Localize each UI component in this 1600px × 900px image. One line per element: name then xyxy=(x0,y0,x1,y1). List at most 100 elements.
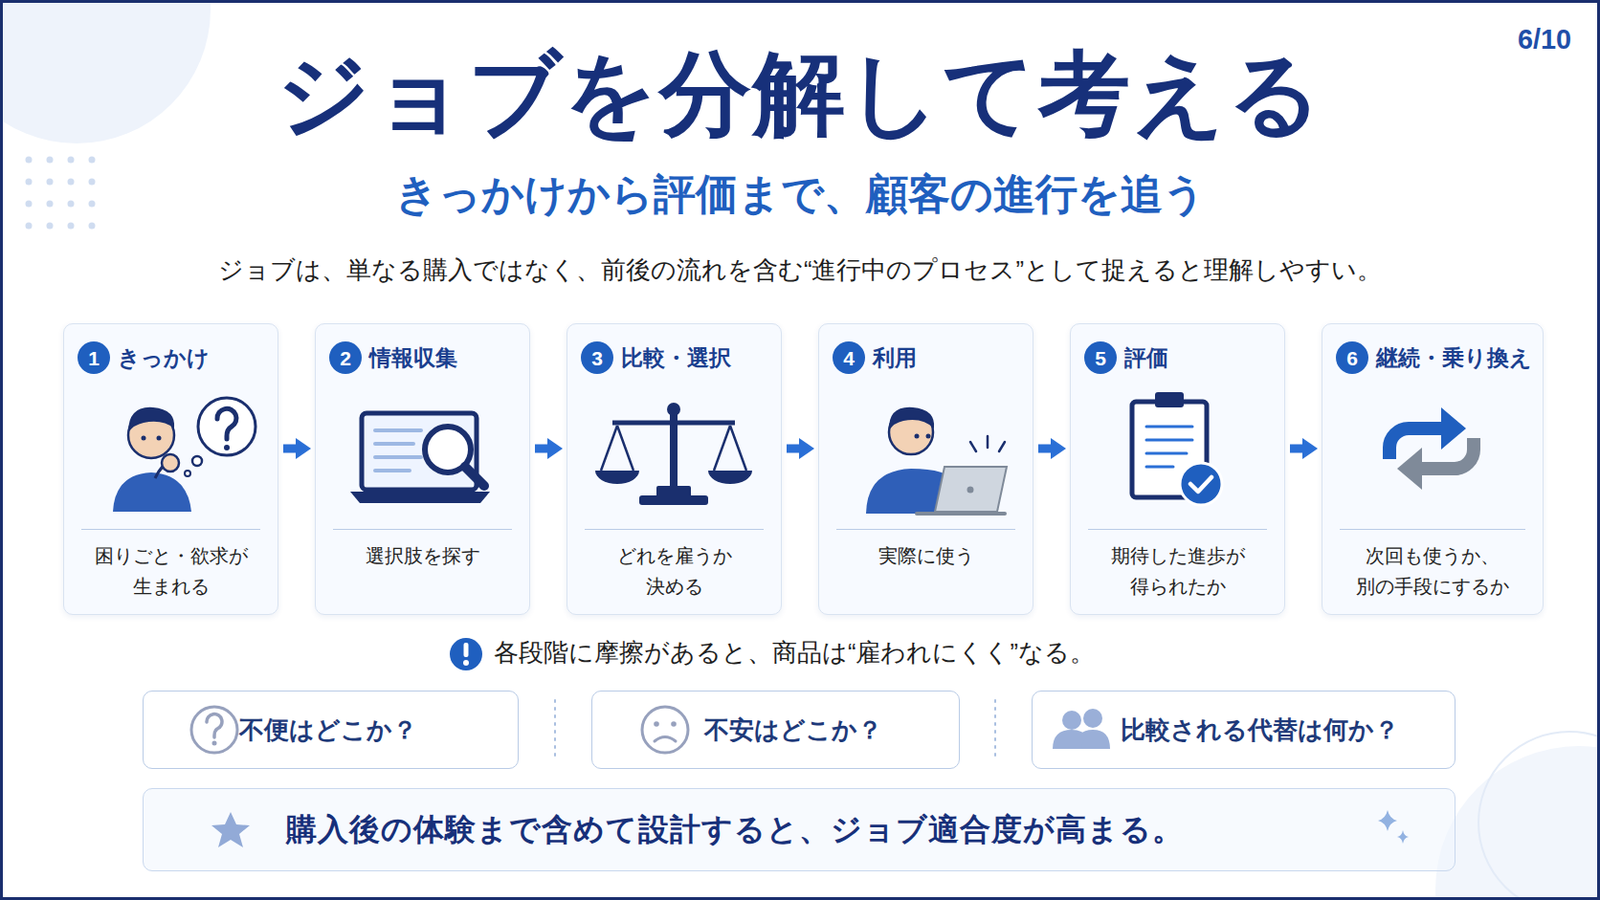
flow-arrow xyxy=(1038,444,1052,454)
balance-scale-icon xyxy=(708,470,753,485)
decoration xyxy=(25,156,96,230)
balance-scale-icon xyxy=(600,425,634,471)
decoration xyxy=(25,156,33,164)
thinking-person-icon xyxy=(217,408,237,440)
card-fill xyxy=(63,323,279,616)
flow-arrow xyxy=(534,444,549,454)
flow-arrow xyxy=(283,444,297,454)
card-divider xyxy=(1339,529,1526,531)
card-fill xyxy=(314,323,531,616)
decoration xyxy=(1478,732,1600,900)
card-fill xyxy=(566,323,782,616)
balance-scale-icon xyxy=(666,402,681,417)
thinking-person-icon xyxy=(141,436,147,442)
decoration xyxy=(46,200,54,208)
question-box: 不安はどこか？ xyxy=(591,690,960,770)
step-description: 実際に使う xyxy=(819,540,1033,572)
person-laptop-icon xyxy=(970,442,977,452)
step-number-text: 2 xyxy=(339,348,352,369)
clipboard-check-icon xyxy=(1132,392,1223,506)
exclamation-icon xyxy=(449,638,483,671)
decoration xyxy=(88,156,96,164)
step-number-text: 5 xyxy=(1094,348,1107,369)
step-number: 2 xyxy=(329,341,362,375)
person-laptop-icon xyxy=(967,487,975,494)
cycle-arrows-icon xyxy=(1389,407,1474,490)
thinking-person-icon xyxy=(161,454,179,472)
card-fill xyxy=(63,323,1544,616)
balance-scale-icon xyxy=(639,495,709,506)
clipboard-check-icon xyxy=(1155,392,1184,408)
flow-arrow xyxy=(1289,444,1304,454)
balance-scale-icon xyxy=(595,470,640,485)
person-laptop-icon xyxy=(934,466,1007,512)
summary-text: 購入後の体験まで含めて設計すると、ジョブ適合度が高まる。 xyxy=(286,809,1184,852)
cycle-arrows-icon xyxy=(1420,438,1474,469)
separator xyxy=(554,700,556,762)
step-heading: 比較・選択 xyxy=(621,343,732,373)
search-laptop-icon xyxy=(361,413,477,490)
decoration xyxy=(88,200,96,208)
step-description: どれを雇うか 決める xyxy=(567,540,781,602)
slide-title: ジョブを分解して考える xyxy=(0,38,1600,149)
step-number: 1 xyxy=(77,341,111,375)
clipboard-check-icon xyxy=(1146,425,1193,429)
step-heading: 利用 xyxy=(872,343,917,373)
step-number: 5 xyxy=(1084,341,1117,375)
balance-scale-icon xyxy=(595,402,753,506)
person-laptop-icon xyxy=(970,436,1005,452)
card-divider xyxy=(584,529,764,531)
decoration xyxy=(25,200,33,208)
card-divider xyxy=(1088,529,1267,531)
balance-scale-icon xyxy=(713,425,747,471)
card-fill xyxy=(1321,323,1544,616)
thinking-person-icon xyxy=(156,436,162,442)
step-card: 比較・選択どれを雇うか 決める 3 xyxy=(566,323,782,616)
thinking-person-icon xyxy=(128,407,175,433)
step-number-text: 6 xyxy=(1346,348,1358,369)
search-laptop-icon xyxy=(350,491,490,504)
step-heading: きっかけ xyxy=(117,343,210,373)
search-laptop-icon xyxy=(375,442,414,446)
step-heading: 継続・乗り換え xyxy=(1376,343,1533,373)
step-card: 利用実際に使う 4 xyxy=(818,323,1034,616)
step-description: 困りごと・欲求が 生まれる xyxy=(64,540,278,602)
question-box: 比較される代替は何か？ xyxy=(1031,690,1456,770)
clipboard-check-icon xyxy=(1190,477,1212,492)
card-divider xyxy=(836,529,1016,531)
decoration xyxy=(67,178,75,186)
step-card: 情報収集選択肢を探す2 xyxy=(314,323,531,616)
separator xyxy=(994,700,997,762)
search-laptop-icon xyxy=(350,413,490,504)
step-number-text: 4 xyxy=(843,348,855,369)
step-description: 次回も使うか、 別の手段にするか xyxy=(1322,540,1543,602)
step-card: 評価期待した進歩が 得られたか5 xyxy=(1069,323,1286,616)
step-number: 6 xyxy=(1335,341,1369,375)
search-laptop-icon xyxy=(375,455,422,460)
step-number-text: 3 xyxy=(591,348,603,369)
flow-arrow xyxy=(786,444,800,454)
question-box: 不便はどこか？ xyxy=(142,690,519,770)
person-laptop-icon xyxy=(999,442,1005,452)
question-text: 不安はどこか？ xyxy=(704,713,883,748)
clipboard-check-icon xyxy=(1146,466,1174,469)
thinking-person-icon xyxy=(112,398,256,512)
person-laptop-icon xyxy=(914,434,920,440)
thinking-person-icon xyxy=(184,470,191,477)
step-number: 3 xyxy=(580,341,614,375)
clipboard-check-icon xyxy=(1146,452,1187,456)
step-description: 選択肢を探す xyxy=(315,540,530,572)
question-text: 不便はどこか？ xyxy=(239,713,418,748)
card-divider xyxy=(81,529,261,531)
decoration xyxy=(67,222,75,230)
decoration xyxy=(46,178,54,186)
decoration xyxy=(88,222,96,230)
decoration xyxy=(88,178,96,186)
step-number-text: 1 xyxy=(88,348,100,369)
question-text: 比較される代替は何か？ xyxy=(1120,713,1400,748)
search-laptop-icon xyxy=(465,466,485,487)
card-fill xyxy=(1069,323,1286,616)
note-text: 各段階に摩擦があると、商品は“雇われにくく”なる。 xyxy=(493,638,1356,669)
